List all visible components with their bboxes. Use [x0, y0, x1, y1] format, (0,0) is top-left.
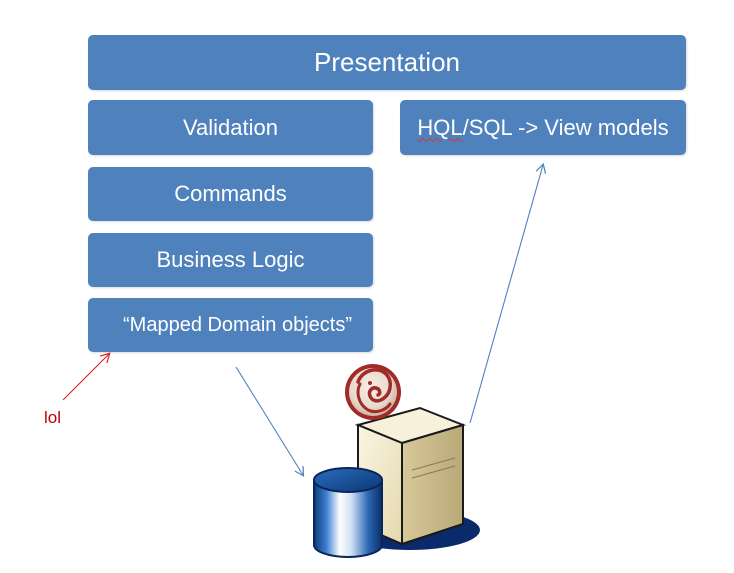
business-logic-layer-box: Business Logic [88, 233, 373, 287]
hql-view-models-box: HQL/SQL -> View models [400, 100, 686, 155]
validation-layer-box: Validation [88, 100, 373, 155]
presentation-layer-box: Presentation [88, 35, 686, 90]
annotation-arrow [62, 354, 109, 401]
arrow-to-view-models [469, 165, 543, 424]
annotation-label: lol [44, 408, 62, 427]
hql-spellcheck-word: HQL [417, 114, 463, 140]
nhibernate-logo-icon [345, 364, 401, 420]
presentation-label: Presentation [314, 47, 460, 77]
commands-layer-box: Commands [88, 167, 373, 221]
database-cylinder-icon [313, 467, 383, 558]
mapped-domain-objects-box: “Mapped Domain objects” [88, 298, 373, 352]
hql-label-rest: /SQL -> View models [462, 114, 669, 140]
validation-label: Validation [183, 114, 278, 140]
commands-label: Commands [174, 181, 287, 206]
database-server-icon [313, 364, 480, 558]
arrow-to-database [235, 366, 303, 475]
business-logic-label: Business Logic [156, 247, 305, 272]
hql-label: HQL/SQL -> View models [417, 115, 668, 141]
mapped-domain-label: “Mapped Domain objects” [123, 313, 352, 336]
